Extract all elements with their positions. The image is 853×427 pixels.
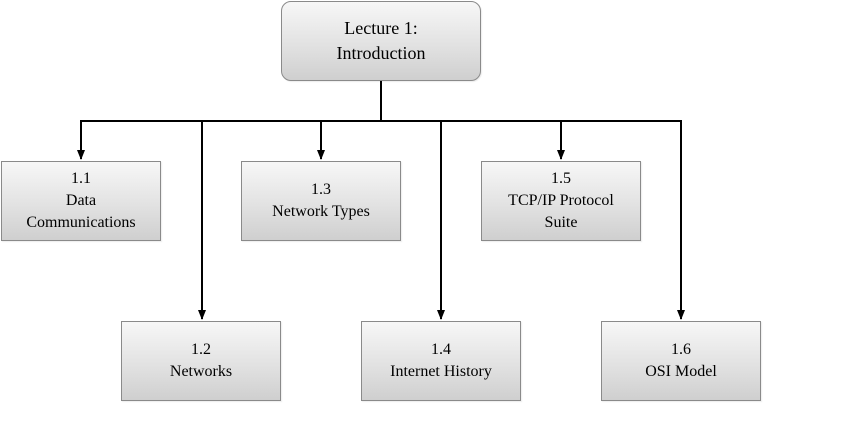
- topic-node-1-1: 1.1 Data Communications: [1, 161, 161, 241]
- root-line-1: Lecture 1:: [344, 18, 418, 38]
- topic-1-4-number: 1.4: [431, 341, 451, 358]
- root-node-lecture-1: Lecture 1: Introduction: [281, 1, 481, 81]
- topic-node-1-3: 1.3 Network Types: [241, 161, 401, 241]
- topic-1-2-line-1: Networks: [169, 363, 233, 380]
- topic-1-5-line-1: TCP/IP Protocol: [508, 192, 614, 209]
- root-line-2: Introduction: [336, 43, 426, 63]
- topic-1-2-number: 1.2: [191, 341, 211, 358]
- topic-1-4-line-1: Internet History: [390, 363, 492, 380]
- topic-1-6-line-1: OSI Model: [645, 363, 717, 380]
- topic-node-1-2: 1.2 Networks: [121, 321, 281, 401]
- topic-node-1-6: 1.6 OSI Model: [601, 321, 761, 401]
- topic-1-1-line-1: Data: [65, 192, 97, 209]
- topic-node-1-5: 1.5 TCP/IP Protocol Suite: [481, 161, 641, 241]
- topic-1-1-line-2: Communications: [26, 214, 136, 231]
- topic-1-1-number: 1.1: [70, 170, 91, 187]
- topic-1-3-number: 1.3: [311, 181, 331, 198]
- topic-1-3-line-1: Network Types: [272, 203, 370, 220]
- topic-1-5-number: 1.5: [550, 170, 571, 187]
- topic-1-5-line-2: Suite: [544, 214, 578, 231]
- topic-node-1-4: 1.4 Internet History: [361, 321, 521, 401]
- topic-1-6-number: 1.6: [671, 341, 691, 358]
